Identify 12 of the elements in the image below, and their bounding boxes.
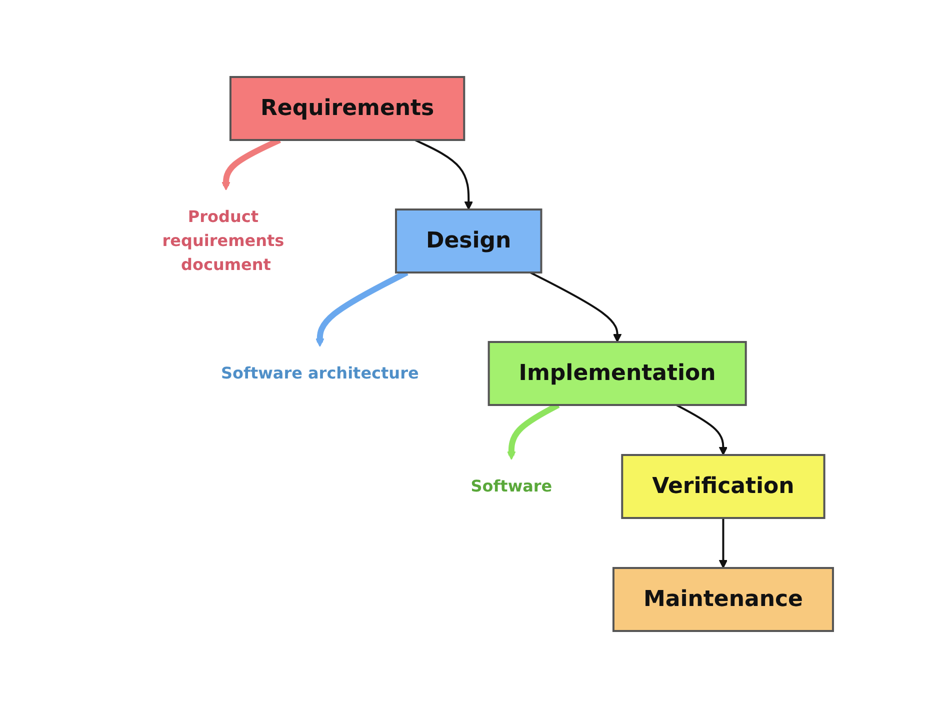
node-box: Design — [395, 208, 542, 274]
node-box: Requirements — [229, 76, 466, 141]
node-text: Product requirements document — [162, 206, 284, 274]
arrow — [414, 139, 473, 210]
node-box: Maintenance — [612, 566, 834, 632]
node-text: Software — [470, 476, 552, 496]
arrow — [530, 272, 622, 342]
node-text: Software architecture — [220, 363, 419, 382]
node-box: Verification — [621, 454, 826, 519]
arrow — [718, 518, 728, 568]
arrow — [676, 404, 728, 456]
node-box: Implementation — [488, 341, 747, 406]
